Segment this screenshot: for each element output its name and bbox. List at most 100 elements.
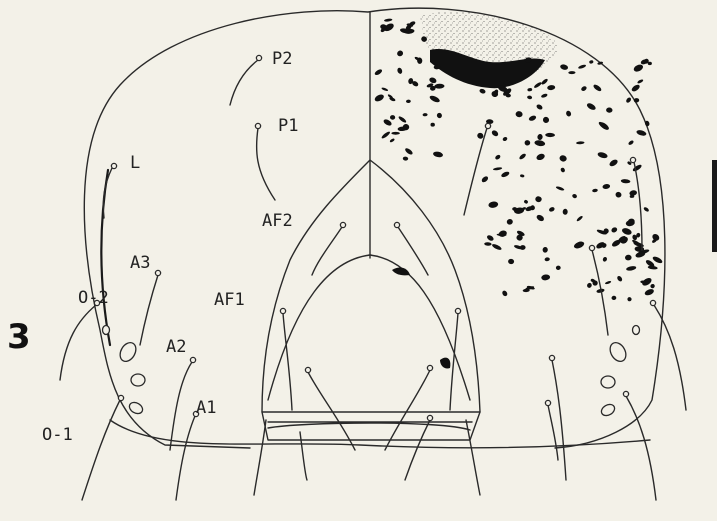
label-af2: AF2	[262, 211, 293, 231]
pigment-spot	[544, 257, 550, 261]
seta-frons-r	[385, 370, 430, 450]
pigment-spot	[491, 243, 502, 251]
edge-bar	[712, 160, 717, 252]
pigment-spot	[572, 193, 578, 199]
head-capsule-outline	[84, 8, 665, 448]
seta-r6	[548, 405, 558, 460]
pigment-spot	[611, 296, 616, 301]
seta-p2	[230, 60, 258, 105]
pigment-spot	[586, 282, 592, 289]
pigment-spot	[479, 88, 486, 94]
pigment-spot	[523, 199, 528, 204]
frons-mark-side	[440, 358, 450, 369]
pigment-spot	[436, 112, 443, 119]
label-a2: A2	[166, 337, 186, 357]
pigment-spot	[629, 190, 638, 197]
pigment-spot	[565, 110, 572, 117]
seta-clyp-l	[254, 420, 266, 495]
pigment-spot	[520, 174, 525, 178]
pigment-spot	[404, 147, 414, 156]
pigment-spot	[576, 215, 583, 222]
pigment-spot	[611, 226, 619, 233]
figure-number: 3	[7, 317, 31, 357]
pigment-spot	[403, 156, 409, 160]
pigment-spot	[580, 85, 587, 92]
pigment-spot	[555, 186, 564, 192]
pigment-spot	[652, 255, 664, 264]
pigment-spot	[576, 141, 585, 144]
seta-sockets	[94, 55, 655, 420]
label-a1: A1	[196, 398, 216, 418]
pigment-spot	[398, 115, 407, 123]
pigment-spot	[616, 275, 623, 282]
pigment-spot	[615, 191, 623, 198]
pigment-spot	[625, 97, 632, 104]
pigment-spot	[545, 133, 555, 137]
label-a3: A3	[130, 253, 150, 273]
pigment-spot	[608, 158, 618, 167]
pigment-spot	[534, 140, 546, 147]
label-p2: P2	[272, 49, 292, 69]
pigment-spot	[536, 103, 544, 110]
label-l: L	[130, 153, 140, 173]
frons-outer	[262, 160, 480, 412]
pigment-spot	[528, 115, 537, 122]
pigment-spot	[560, 64, 569, 71]
frons-mark-top	[392, 268, 410, 276]
pigment-spot	[592, 83, 602, 92]
pigment-spot	[515, 111, 523, 118]
pigment-spot	[542, 116, 551, 124]
pigment-spot	[556, 265, 561, 270]
pigment-spot	[605, 280, 612, 284]
pigment-spot	[422, 113, 427, 117]
pigment-spot	[632, 164, 643, 173]
pigment-spot	[498, 229, 508, 237]
pigment-spot	[374, 93, 385, 103]
pigment-spot	[536, 153, 546, 162]
pigment-spot	[381, 131, 391, 140]
seta-o1	[82, 400, 120, 500]
label-o2: O-2	[78, 288, 109, 308]
pigment-spot	[428, 76, 437, 84]
seta-a1	[176, 416, 195, 500]
pigment-spot	[396, 49, 404, 57]
pigment-spot	[563, 209, 568, 215]
pigment-spot	[391, 132, 400, 135]
pigment-spot	[374, 68, 383, 76]
pigment-spot	[586, 102, 597, 111]
pigment-spot	[433, 151, 444, 158]
pigment-spot	[633, 63, 645, 73]
pigment-spot	[650, 283, 656, 289]
pigment-spot	[636, 129, 647, 137]
pigment-spot	[500, 171, 510, 179]
seta-p1	[257, 128, 275, 200]
pigment-spot	[537, 134, 543, 141]
pigment-spot	[533, 81, 542, 89]
pigment-spot	[541, 78, 549, 85]
pigment-spot	[384, 18, 393, 22]
seta-af1	[283, 313, 292, 410]
pigment-spot	[502, 136, 508, 142]
pigment-spot	[625, 255, 632, 261]
clypeus	[262, 412, 480, 440]
pigment-spot	[434, 84, 444, 89]
pigment-spot	[486, 234, 495, 242]
pigment-spot	[525, 140, 531, 145]
pigment-spot	[634, 98, 640, 103]
pigment-spot	[644, 288, 655, 297]
label-p1: P1	[278, 116, 298, 136]
pigment-spot	[627, 296, 633, 302]
seta-r4	[552, 360, 566, 480]
pigment-spot	[541, 93, 548, 99]
pigment-spot	[508, 259, 514, 265]
pigment-spot	[491, 129, 500, 137]
pigment-spot	[430, 123, 435, 127]
pigment-spot	[592, 188, 598, 192]
pigment-spot	[535, 196, 542, 202]
pigment-spot	[548, 206, 555, 212]
pigment-spot	[643, 206, 650, 212]
pigment-spot	[481, 175, 489, 183]
pigment-spot	[488, 201, 499, 209]
pigment-spot	[578, 64, 587, 70]
